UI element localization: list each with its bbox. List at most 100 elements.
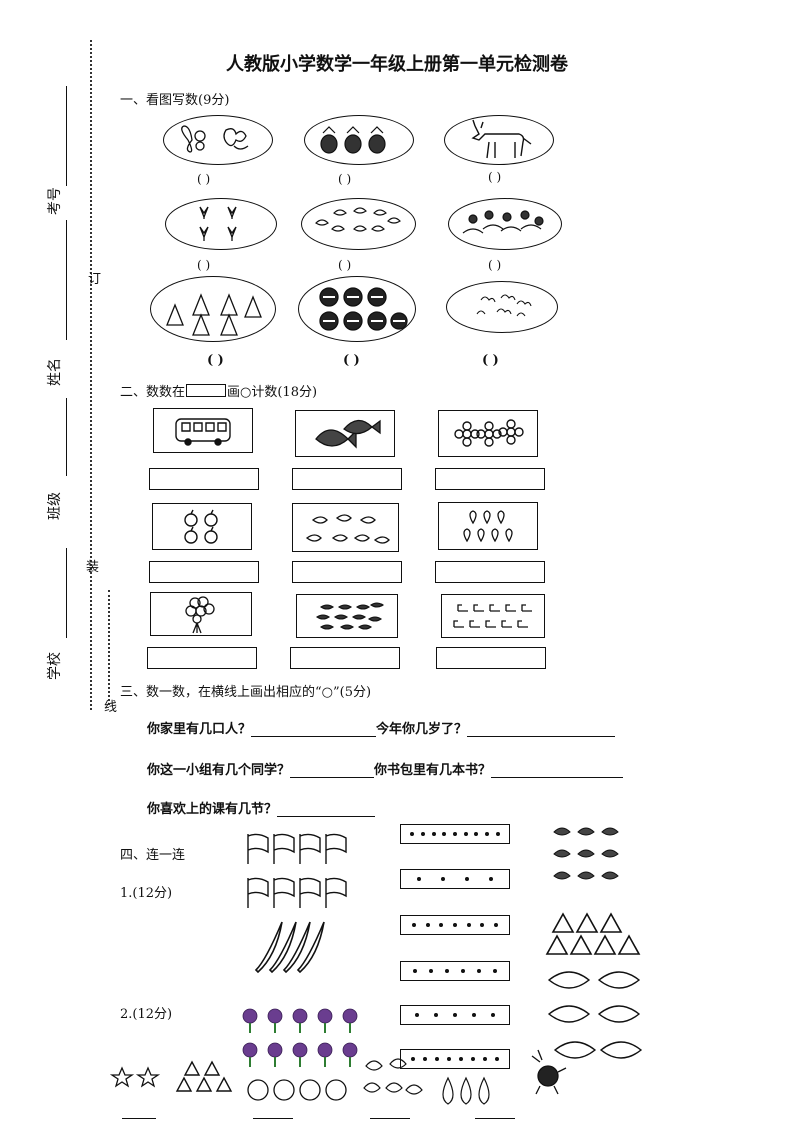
leaf-group-icon: [547, 971, 643, 1059]
bottom-line-3[interactable]: [370, 1118, 410, 1119]
answer-paren-9[interactable]: ( ): [482, 353, 499, 368]
section-4-part-1: 1.(12分): [120, 886, 173, 901]
answer-paren-4[interactable]: ( ): [197, 258, 211, 272]
answer-paren-1[interactable]: ( ): [197, 172, 211, 186]
answer-line-1[interactable]: [251, 721, 377, 737]
side-label-ding: 订: [88, 272, 102, 287]
dot-box-1[interactable]: [400, 824, 510, 844]
answer-paren-5[interactable]: ( ): [338, 258, 352, 272]
page-title: 人教版小学数学一年级上册第一单元检测卷: [226, 54, 568, 75]
dot: [442, 832, 447, 836]
ellipse-kids: [448, 198, 562, 250]
small-fish-icon: [316, 602, 384, 630]
dot: [484, 832, 489, 836]
answer-box-3[interactable]: [435, 468, 545, 490]
side-line-4: [66, 548, 67, 638]
answer-line-4[interactable]: [491, 762, 624, 778]
answer-paren-3[interactable]: ( ): [488, 170, 502, 184]
picture-box-small-fish: [296, 594, 398, 638]
dot: [425, 923, 430, 927]
apple-row-icon: [247, 1079, 347, 1101]
chicken-icon: [305, 514, 390, 544]
question-1: 你家里有几口人？: [147, 722, 252, 737]
bus-icon: [175, 418, 231, 446]
bell-icon: [166, 293, 262, 336]
dot: [495, 832, 500, 836]
dot: [423, 1057, 427, 1061]
question-2: 今年你几岁了？: [376, 722, 468, 737]
duck-icon: [453, 604, 532, 628]
answer-box-9[interactable]: [436, 647, 546, 669]
question-row-2: 你这一小组有几个同学？你书包里有几本书？: [147, 759, 624, 778]
dot: [472, 1013, 477, 1017]
dot: [495, 1057, 499, 1061]
dot: [433, 1013, 438, 1017]
ellipse-bells: [150, 276, 276, 342]
ellipse-balls: [298, 276, 416, 342]
pineapple-icon: [320, 126, 386, 154]
dot-box-6[interactable]: [400, 1049, 510, 1069]
answer-paren-7[interactable]: ( ): [207, 353, 224, 368]
answer-box-7[interactable]: [147, 647, 257, 669]
side-line-3: [66, 398, 67, 476]
dot: [493, 969, 497, 973]
picture-box-bus: [153, 408, 253, 453]
ellipse-sprouts: [165, 198, 277, 250]
answer-paren-2[interactable]: ( ): [338, 172, 352, 186]
side-label-xingming: 姓名: [47, 358, 63, 386]
question-5: 你喜欢上的课有几节？: [147, 802, 278, 817]
apple-icon: [184, 509, 218, 544]
dot: [474, 832, 479, 836]
dot: [411, 923, 416, 927]
cloud-icon: [476, 294, 532, 317]
dot: [417, 877, 421, 881]
answer-line-3[interactable]: [290, 762, 375, 778]
binding-margin-dots: [90, 40, 92, 710]
bottom-line-2[interactable]: [253, 1118, 293, 1119]
answer-box-4[interactable]: [149, 561, 259, 583]
binding-margin-dots-2: [108, 590, 110, 705]
dot: [465, 877, 469, 881]
picture-box-ducks: [441, 594, 545, 638]
answer-line-5[interactable]: [277, 801, 376, 817]
dot-box-3[interactable]: [400, 915, 510, 935]
flag-icon-group: [247, 833, 347, 908]
section-2-heading: 二、数数在画○计数(18分): [120, 381, 317, 400]
dot-box-2[interactable]: [400, 869, 510, 889]
dot: [471, 1057, 475, 1061]
picture-box-peaches: [438, 502, 538, 550]
dot: [439, 923, 444, 927]
answer-box-5[interactable]: [292, 561, 402, 583]
side-line-2: [66, 220, 67, 340]
flower-sprout-icon: [199, 206, 237, 241]
dot: [410, 832, 415, 836]
answer-line-2[interactable]: [467, 721, 616, 737]
ellipse-pineapples: [304, 115, 414, 165]
pear-group-icon: [442, 1076, 490, 1105]
fish-icon: [315, 419, 381, 449]
banana-icon-group: [254, 921, 325, 974]
kids-icon: [462, 210, 544, 234]
dot: [489, 877, 493, 881]
dot-box-4[interactable]: [400, 961, 510, 981]
donkey-icon: [471, 119, 532, 159]
answer-box-8[interactable]: [290, 647, 400, 669]
answer-box-1[interactable]: [149, 468, 259, 490]
question-row-3: 你喜欢上的课有几节？: [147, 798, 376, 817]
side-label-xuexiao: 学校: [47, 652, 63, 680]
answer-paren-6[interactable]: ( ): [488, 258, 502, 272]
bottom-line-4[interactable]: [475, 1118, 515, 1119]
answer-paren-8[interactable]: ( ): [343, 353, 360, 368]
chick-group-icon: [363, 1058, 423, 1095]
side-label-banji: 班级: [47, 492, 63, 520]
bottom-line-1[interactable]: [122, 1118, 156, 1119]
answer-box-6[interactable]: [435, 561, 545, 583]
picture-box-fish: [295, 410, 395, 457]
answer-box-2[interactable]: [292, 468, 402, 490]
dot: [461, 969, 465, 973]
picture-box-chickens: [292, 503, 399, 552]
dot-box-5[interactable]: [400, 1005, 510, 1025]
dot: [435, 1057, 439, 1061]
side-line-1: [66, 86, 67, 186]
side-label-xian: 线: [104, 700, 118, 715]
